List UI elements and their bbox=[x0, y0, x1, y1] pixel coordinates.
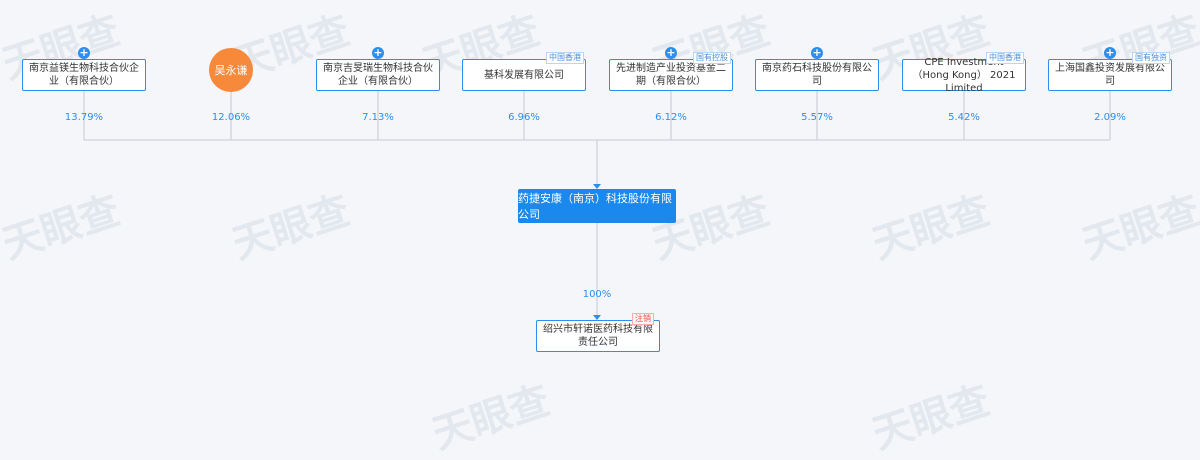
shareholder-name: 先进制造产业投资基金二期（有限合伙） bbox=[616, 63, 726, 87]
arrow-to-main bbox=[593, 184, 601, 189]
expand-plus-icon[interactable]: + bbox=[665, 46, 677, 59]
expand-plus-icon[interactable]: + bbox=[78, 46, 90, 59]
connector-lines bbox=[83, 90, 1111, 320]
expand-plus-icon[interactable]: + bbox=[811, 46, 823, 59]
shareholder-name: 基科发展有限公司 bbox=[484, 69, 564, 81]
shareholder-name: 南京药石科技股份有限公司 bbox=[762, 63, 872, 87]
subsidiary-status-tag: 注销 bbox=[632, 313, 654, 325]
expand-plus-icon[interactable]: + bbox=[372, 46, 384, 59]
shareholder-percent: 2.09% bbox=[1094, 112, 1126, 123]
shareholder-tag: 国有独资 bbox=[1132, 52, 1170, 64]
shareholder-percent: 6.96% bbox=[508, 112, 540, 123]
shareholder-tag: 中国香港 bbox=[546, 52, 584, 64]
shareholder-node[interactable]: 南京益镁生物科技合伙企业（有限合伙） bbox=[22, 59, 146, 91]
shareholder-node[interactable]: 南京药石科技股份有限公司 bbox=[755, 59, 879, 91]
shareholder-person-node[interactable]: 吴永谦 bbox=[209, 48, 253, 92]
arrow-to-subsidiary bbox=[593, 315, 601, 320]
shareholder-tag: 中国香港 bbox=[986, 52, 1024, 64]
main-company-node[interactable]: 药捷安康（南京）科技股份有限公司 bbox=[518, 189, 676, 223]
shareholder-name: CPE Investment （Hong Kong） 2021 Limited bbox=[912, 56, 1016, 94]
shareholder-node[interactable]: 基科发展有限公司 bbox=[462, 59, 586, 91]
shareholder-percent: 5.42% bbox=[948, 112, 980, 123]
subsidiary-node[interactable]: 绍兴市轩诺医药科技有限责任公司 bbox=[536, 320, 660, 352]
subsidiary-percent: 100% bbox=[582, 289, 612, 300]
shareholder-percent: 12.06% bbox=[211, 112, 251, 123]
shareholder-node[interactable]: 南京吉旻瑞生物科技合伙企业（有限合伙） bbox=[316, 59, 440, 91]
shareholder-name: 南京益镁生物科技合伙企业（有限合伙） bbox=[29, 63, 139, 87]
shareholder-node[interactable]: 上海国鑫投资发展有限公司 bbox=[1048, 59, 1172, 91]
shareholder-node[interactable]: 先进制造产业投资基金二期（有限合伙） bbox=[609, 59, 733, 91]
shareholder-tag: 国有控股 bbox=[693, 52, 731, 64]
shareholder-node[interactable]: CPE Investment （Hong Kong） 2021 Limited bbox=[902, 57, 1026, 94]
shareholder-percent: 13.79% bbox=[64, 112, 104, 123]
shareholder-percent: 7.13% bbox=[362, 112, 394, 123]
shareholder-percent: 6.12% bbox=[655, 112, 687, 123]
expand-plus-icon[interactable]: + bbox=[1104, 46, 1116, 59]
shareholder-name: 南京吉旻瑞生物科技合伙企业（有限合伙） bbox=[323, 63, 433, 87]
subsidiary-name: 绍兴市轩诺医药科技有限责任公司 bbox=[543, 324, 653, 348]
shareholder-percent: 5.57% bbox=[801, 112, 833, 123]
shareholder-name: 上海国鑫投资发展有限公司 bbox=[1055, 63, 1165, 87]
